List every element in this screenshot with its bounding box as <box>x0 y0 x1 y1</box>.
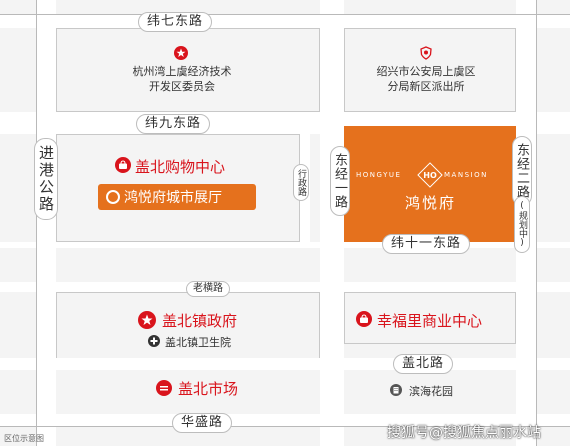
exhibition-hall-label: 鸿悦府城市展厅 <box>98 184 256 210</box>
road-label-xingzheng: 行政路 <box>293 164 309 201</box>
poi-kaifaqu-line1: 杭州湾上虞经济技术 <box>132 65 232 78</box>
poi-xingfuli: 幸福里商业中心 <box>377 312 483 330</box>
road-label-gaibei: 盖北路 <box>393 354 454 374</box>
project-name: 鸿悦府 <box>405 194 457 212</box>
road-weiqi <box>0 14 570 28</box>
road-edge <box>0 426 570 427</box>
brand-right-text: MANSION <box>444 171 488 179</box>
poi-gaibei-mall: 盖北购物中心 <box>135 158 226 176</box>
road-edge <box>0 14 570 15</box>
market-icon <box>156 380 172 396</box>
poi-gov: 盖北镇政府 <box>162 312 238 330</box>
road-huasheng <box>0 414 570 426</box>
medical-cross-icon <box>148 335 160 347</box>
map-footnote: 区位示意图 <box>4 434 44 443</box>
watermark: 搜狐号@搜狐焦点丽水站 <box>387 425 541 441</box>
brand-left-text: HONGYUE <box>356 171 402 179</box>
shopping-bag-icon <box>356 311 372 327</box>
project-block: HONGYUE HO MANSION 鸿悦府 <box>344 126 516 242</box>
poi-police-line2: 分局新区派出所 <box>387 80 465 93</box>
poi-market: 盖北市场 <box>178 380 239 398</box>
poi-kaifaqu-line2: 开发区委员会 <box>149 80 215 93</box>
ring-icon <box>106 190 120 204</box>
road-label-laoheng: 老横路 <box>186 281 230 297</box>
block-ne <box>344 28 516 112</box>
poi-clinic: 盖北镇卫生院 <box>165 336 231 349</box>
road-edge <box>36 0 37 446</box>
road-label-dongjingyi: 东经一路 <box>330 146 350 216</box>
shopping-bag-icon <box>115 157 131 173</box>
exhibition-name: 鸿悦府城市展厅 <box>124 190 222 206</box>
brand-logo-icon: HO <box>417 162 443 188</box>
road-dongjingyi <box>320 0 344 446</box>
road-jingang <box>36 0 56 446</box>
building-icon <box>390 384 402 396</box>
road-label-weishiyi: 纬十一东路 <box>382 234 471 254</box>
red-star-pin-icon <box>174 46 188 60</box>
poi-police-line1: 绍兴市公安局上虞区 <box>376 65 476 78</box>
poi-binhai: 滨海花园 <box>409 385 453 398</box>
road-label-weiqi: 纬七东路 <box>138 12 213 32</box>
police-badge-icon <box>420 46 432 60</box>
road-label-weijiu: 纬九东路 <box>136 114 211 134</box>
road-laoheng <box>0 282 570 292</box>
road-weishiyi <box>0 242 570 248</box>
red-star-icon <box>138 311 156 329</box>
road-label-jingang: 进港公路 <box>34 138 58 220</box>
road-gaibei <box>0 358 570 370</box>
road-label-huasheng: 华盛路 <box>172 413 233 433</box>
road-label-dongjinger: 东经二路 <box>512 136 532 206</box>
block-lower-right <box>344 292 516 344</box>
road-edge <box>536 0 537 446</box>
brand-mark-text: HO <box>423 170 437 180</box>
road-label-dongjinger-note: (规划中) <box>514 196 530 253</box>
